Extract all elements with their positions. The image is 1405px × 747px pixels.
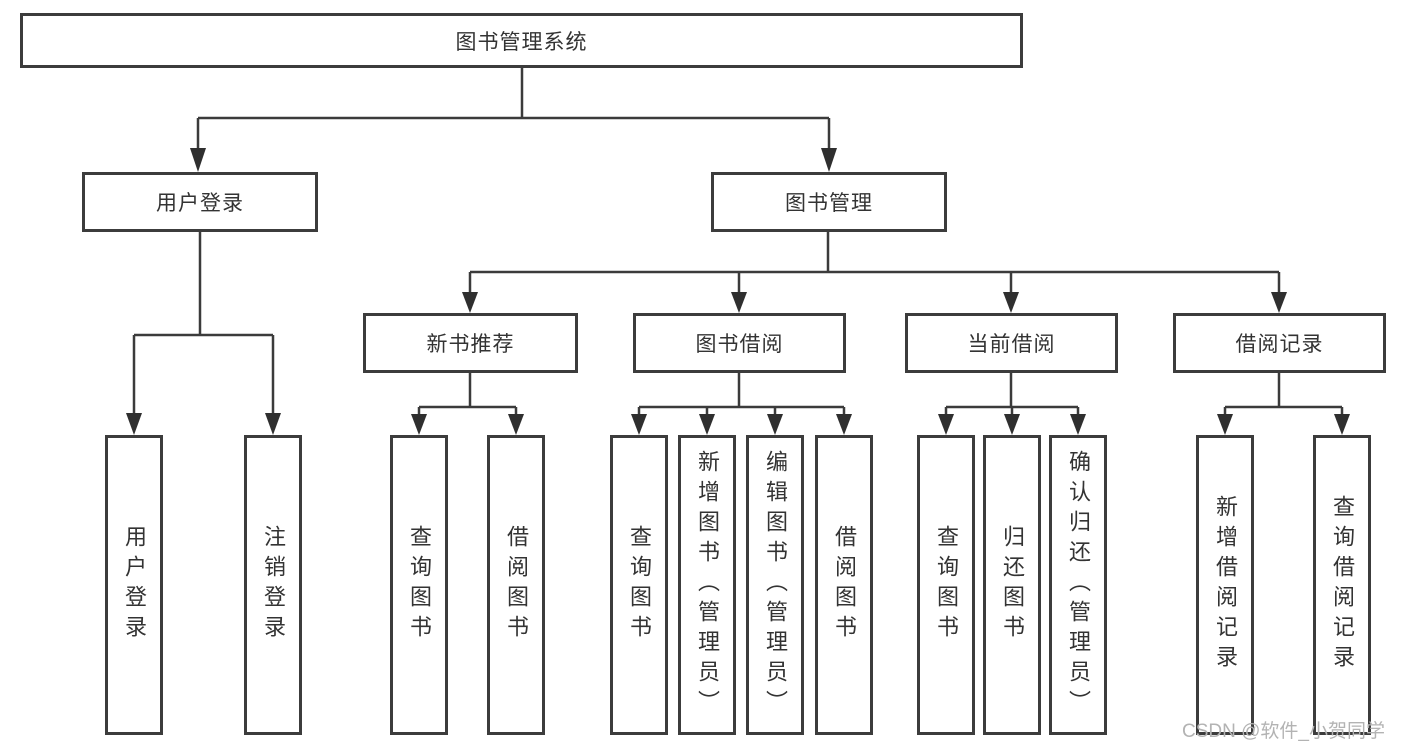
arrowhead-icon — [767, 414, 783, 435]
arrowhead-icon — [1003, 292, 1019, 313]
node-user-login-label: 用户登录 — [156, 192, 244, 215]
leaf-bb-borrow-books: 借阅图书 — [815, 435, 873, 735]
leaf-br-query-record-label: 查询借阅记录 — [1330, 495, 1355, 675]
arrowhead-icon — [190, 148, 206, 172]
node-current-borrow: 当前借阅 — [905, 313, 1118, 373]
leaf-br-add-record: 新增借阅记录 — [1196, 435, 1254, 735]
node-borrow-records: 借阅记录 — [1173, 313, 1386, 373]
leaf-bb-query-books: 查询图书 — [610, 435, 668, 735]
node-new-books-label: 新书推荐 — [426, 333, 515, 356]
leaf-bb-borrow-books-label: 借阅图书 — [832, 525, 857, 645]
leaf-cb-return-books-label: 归还图书 — [1000, 525, 1025, 645]
node-borrow-records-label: 借阅记录 — [1235, 333, 1324, 356]
leaf-nb-borrow-books-label: 借阅图书 — [504, 525, 529, 645]
leaf-user-login-label: 用户登录 — [122, 525, 147, 645]
node-current-borrow-label: 当前借阅 — [967, 333, 1056, 356]
leaf-user-login: 用户登录 — [105, 435, 163, 735]
leaf-bb-edit-books-admin-label: 编辑图书（管理员） — [763, 450, 788, 720]
arrowhead-icon — [938, 414, 954, 435]
leaf-bb-add-books-admin: 新增图书（管理员） — [678, 435, 736, 735]
arrowhead-icon — [631, 414, 647, 435]
node-book-mgmt-label: 图书管理 — [785, 192, 873, 215]
arrowhead-icon — [699, 414, 715, 435]
arrowhead-icon — [731, 292, 747, 313]
leaf-bb-query-books-label: 查询图书 — [627, 525, 652, 645]
arrowhead-icon — [508, 414, 524, 435]
node-book-borrow-label: 图书借阅 — [695, 333, 784, 356]
node-new-books: 新书推荐 — [363, 313, 578, 373]
leaf-bb-add-books-admin-label: 新增图书（管理员） — [695, 450, 720, 720]
leaf-br-add-record-label: 新增借阅记录 — [1213, 495, 1238, 675]
arrowhead-icon — [1070, 414, 1086, 435]
leaf-logout: 注销登录 — [244, 435, 302, 735]
leaf-cb-confirm-return-admin-label: 确认归还（管理员） — [1066, 450, 1091, 720]
arrowhead-icon — [1217, 414, 1233, 435]
arrowhead-icon — [462, 292, 478, 313]
node-root-label: 图书管理系统 — [455, 30, 588, 54]
leaf-nb-query-books-label: 查询图书 — [407, 525, 432, 645]
node-book-mgmt: 图书管理 — [711, 172, 947, 232]
node-user-login: 用户登录 — [82, 172, 318, 232]
arrowhead-icon — [126, 413, 142, 435]
arrowhead-icon — [1004, 414, 1020, 435]
csdn-watermark: CSDN @软件_小贺同学 — [1182, 721, 1385, 742]
leaf-nb-query-books: 查询图书 — [390, 435, 448, 735]
arrowhead-icon — [1271, 292, 1287, 313]
arrowhead-icon — [821, 148, 837, 172]
leaf-cb-query-books-label: 查询图书 — [934, 525, 959, 645]
arrowhead-icon — [836, 414, 852, 435]
leaf-nb-borrow-books: 借阅图书 — [487, 435, 545, 735]
leaf-cb-confirm-return-admin: 确认归还（管理员） — [1049, 435, 1107, 735]
leaf-logout-label: 注销登录 — [261, 525, 286, 645]
arrowhead-icon — [265, 413, 281, 435]
leaf-bb-edit-books-admin: 编辑图书（管理员） — [746, 435, 804, 735]
leaf-br-query-record: 查询借阅记录 — [1313, 435, 1371, 735]
leaf-cb-query-books: 查询图书 — [917, 435, 975, 735]
node-book-borrow: 图书借阅 — [633, 313, 846, 373]
node-root: 图书管理系统 — [20, 13, 1023, 68]
leaf-cb-return-books: 归还图书 — [983, 435, 1041, 735]
arrowhead-icon — [1334, 414, 1350, 435]
arrowhead-icon — [411, 414, 427, 435]
